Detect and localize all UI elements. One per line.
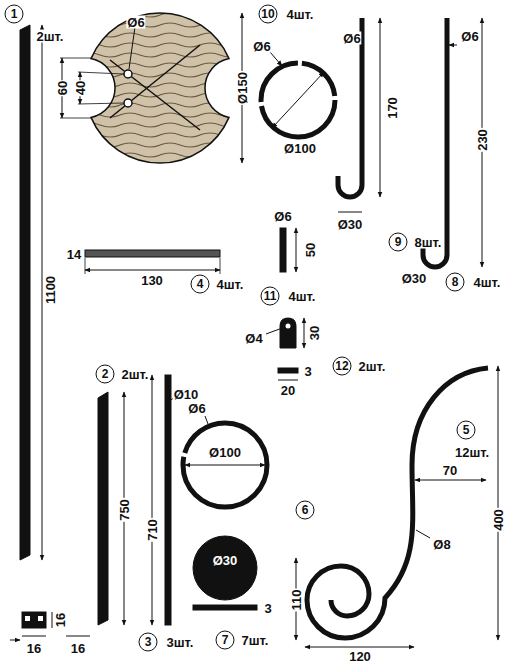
callout-number: 10: [259, 5, 278, 24]
dimension-label: Ø30: [337, 218, 364, 231]
dimension-label: 50: [304, 242, 317, 258]
dimension-label: Ø6: [252, 40, 271, 53]
dimension-label: 3шт.: [166, 636, 195, 649]
dimension-label: 2шт.: [36, 30, 65, 43]
dimension-label: 170: [386, 96, 399, 120]
callout-number: 11: [261, 287, 280, 306]
dimension-label: 710: [146, 518, 159, 542]
dimension-label: 750: [118, 498, 131, 522]
dimension-label: 4шт.: [216, 278, 245, 291]
dimension-label: 2шт.: [121, 368, 150, 381]
dimension-label: 1100: [44, 275, 57, 305]
dimension-label: 16: [26, 642, 42, 655]
dimension-label: Ø100: [283, 142, 317, 155]
callout-number: 6: [296, 501, 315, 520]
callout-number: 7: [216, 631, 235, 650]
dimension-label: Ø100: [208, 446, 242, 459]
dimension-label: 20: [280, 384, 296, 397]
callout-number: 5: [457, 421, 476, 440]
callout-number: 8: [446, 273, 465, 292]
dimension-label: Ø6: [273, 210, 292, 223]
dimension-label: 4шт.: [473, 276, 502, 289]
dimension-label: 110: [290, 589, 303, 612]
dimension-label: Ø6: [342, 32, 361, 45]
dimension-label: 8шт.: [414, 236, 443, 249]
dimension-label: Ø30: [212, 554, 239, 567]
dimension-label: Ø6: [126, 16, 145, 29]
dimension-label: Ø4: [244, 332, 263, 345]
dimension-label: 30: [308, 325, 321, 341]
dimension-label: Ø30: [401, 272, 428, 285]
dimension-label: 400: [492, 508, 505, 532]
dimension-label: Ø150: [236, 71, 249, 105]
callout-number: 4: [191, 275, 210, 294]
dimension-label: Ø10: [173, 388, 200, 401]
dimension-label: 7шт.: [241, 634, 270, 647]
dimension-label: 3: [263, 602, 272, 615]
callout-number: 12: [333, 357, 352, 376]
dimension-label: 4шт.: [288, 290, 317, 303]
dimension-label: Ø8: [432, 538, 451, 551]
dimension-label: 40: [74, 80, 87, 96]
dimension-label: Ø6: [187, 402, 206, 415]
dimension-label: 60: [56, 80, 69, 96]
dimension-label: 230: [476, 128, 489, 152]
dimension-label: 130: [140, 274, 164, 287]
dimension-label: 3: [303, 365, 312, 378]
callout-number: 2: [96, 365, 115, 384]
callout-number: 9: [389, 233, 408, 252]
dimension-label: 70: [442, 464, 458, 477]
dimension-label: 16: [54, 612, 67, 628]
callout-number: 1: [5, 5, 24, 24]
callout-number: 3: [139, 633, 158, 652]
dimension-label: Ø6: [460, 30, 479, 43]
dimension-label: 14: [66, 248, 82, 261]
dimension-label: 2шт.: [358, 360, 387, 373]
dimension-label: 12шт.: [454, 446, 490, 459]
dimension-label: 16: [70, 642, 86, 655]
dimension-label: 4шт.: [286, 8, 315, 21]
dimension-label: 120: [348, 650, 372, 663]
